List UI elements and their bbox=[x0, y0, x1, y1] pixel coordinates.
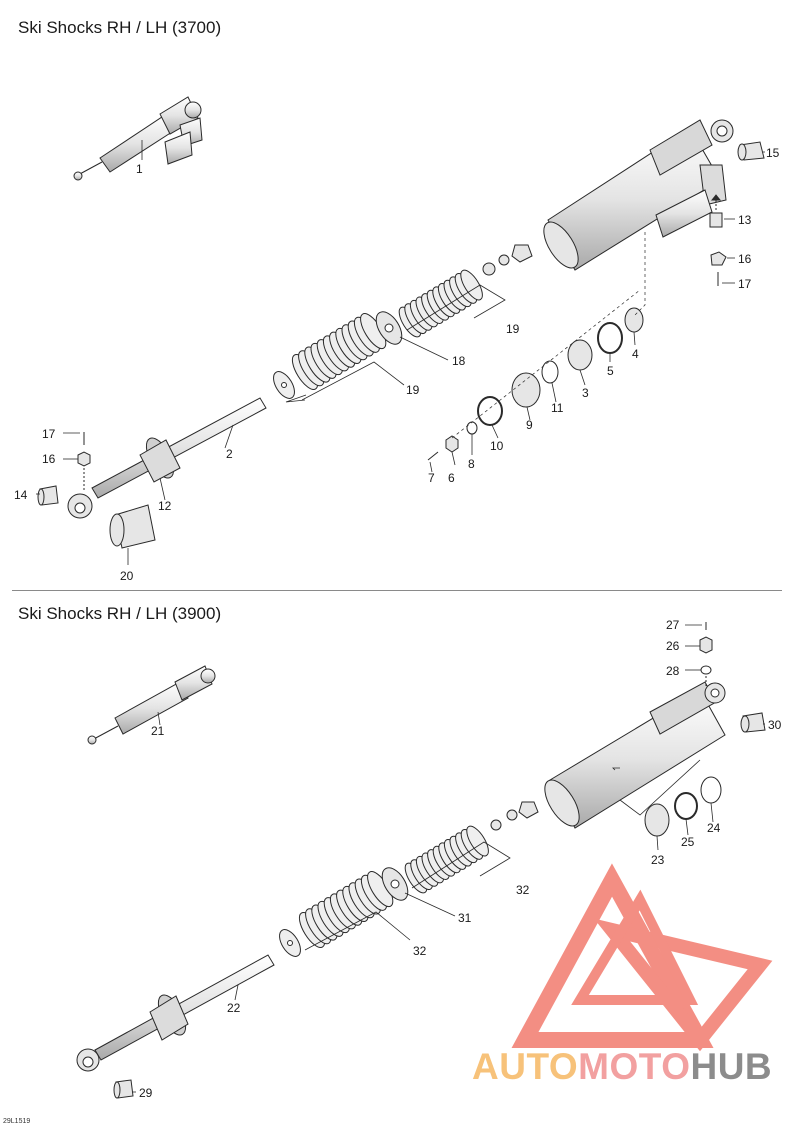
spring-seat-18 bbox=[375, 311, 403, 345]
callout-22: 22 bbox=[227, 1001, 241, 1015]
callout-19-right: 19 bbox=[506, 322, 520, 336]
spring-upper-bottom-coil bbox=[466, 825, 489, 857]
section-divider bbox=[12, 590, 782, 591]
callout-17-left: 17 bbox=[42, 427, 56, 441]
callout-2: 2 bbox=[226, 447, 233, 461]
rod-hardware-bottom bbox=[490, 801, 539, 831]
callout-8: 8 bbox=[468, 457, 475, 471]
bushing-29 bbox=[113, 1079, 134, 1099]
callout-13: 13 bbox=[738, 213, 752, 227]
callout-19-left: 19 bbox=[406, 383, 420, 397]
callout-numbers-top: 1 2 3 4 5 6 7 8 9 10 11 12 13 14 15 16 1… bbox=[14, 146, 780, 583]
callout-16-left: 16 bbox=[42, 452, 56, 466]
springs-top bbox=[291, 269, 483, 390]
assembled-shock-illustration-bottom bbox=[87, 665, 216, 745]
callout-29: 29 bbox=[139, 1086, 153, 1100]
callout-32-right: 32 bbox=[516, 883, 530, 897]
section-title-3900: Ski Shocks RH / LH (3900) bbox=[18, 604, 222, 623]
washer-top bbox=[273, 371, 295, 399]
callout-18: 18 bbox=[452, 354, 466, 368]
callout-11: 11 bbox=[551, 401, 564, 415]
callout-6: 6 bbox=[448, 471, 455, 485]
bushing-15 bbox=[737, 141, 765, 161]
callout-7: 7 bbox=[428, 471, 435, 485]
callout-14: 14 bbox=[14, 488, 28, 502]
shock-body-top bbox=[543, 119, 734, 271]
drawing-code: 29L1519 bbox=[3, 1118, 31, 1125]
watermark-part-moto: MOTO bbox=[578, 1046, 691, 1087]
callout-27: 27 bbox=[666, 618, 680, 632]
watermark-part-hub: HUB bbox=[690, 1046, 773, 1087]
callout-16-right: 16 bbox=[738, 252, 752, 266]
callout-23: 23 bbox=[651, 853, 665, 867]
fitting-group-left bbox=[77, 432, 91, 492]
callout-10: 10 bbox=[490, 439, 504, 453]
callout-3: 3 bbox=[582, 386, 589, 400]
callout-28: 28 bbox=[666, 664, 680, 678]
callout-20: 20 bbox=[120, 569, 134, 583]
washer-bottom bbox=[279, 929, 301, 957]
callout-9: 9 bbox=[526, 418, 533, 432]
callout-25: 25 bbox=[681, 835, 695, 849]
callout-15: 15 bbox=[766, 146, 780, 160]
callout-26: 26 bbox=[666, 639, 680, 653]
bump-stop-20 bbox=[109, 504, 156, 549]
bushing-30 bbox=[740, 712, 766, 733]
callout-numbers-bottom: 21 22 23 24 25 26 27 28 29 30 31 32 32 bbox=[139, 618, 782, 1100]
spring-upper-top-coil bbox=[460, 269, 483, 301]
spring-seat-31 bbox=[381, 867, 409, 901]
callout-32-left: 32 bbox=[413, 944, 427, 958]
watermark-logo bbox=[511, 863, 773, 1052]
callout-30: 30 bbox=[768, 718, 782, 732]
leader-lines-top bbox=[36, 140, 765, 565]
rod-hardware-top bbox=[482, 244, 533, 276]
section-title-3700: Ski Shocks RH / LH (3700) bbox=[18, 18, 222, 37]
callout-31: 31 bbox=[458, 911, 472, 925]
shock-body-bottom bbox=[544, 681, 726, 829]
callout-24: 24 bbox=[707, 821, 721, 835]
callout-4: 4 bbox=[632, 347, 639, 361]
piston-parts-bottom bbox=[644, 776, 722, 837]
watermark-text: AUTOMOTOHUB bbox=[472, 1046, 772, 1088]
assembled-shock-illustration-top bbox=[73, 96, 203, 181]
bushing-14 bbox=[37, 485, 59, 506]
callout-21: 21 bbox=[151, 724, 165, 738]
callout-12: 12 bbox=[158, 499, 172, 513]
callout-5: 5 bbox=[607, 364, 614, 378]
piston-parts-top bbox=[427, 232, 646, 461]
springs-bottom bbox=[298, 825, 489, 948]
fitting-group-right bbox=[709, 194, 727, 286]
fitting-group-bottom-right bbox=[699, 622, 713, 686]
watermark-part-auto: AUTO bbox=[472, 1046, 579, 1087]
leader-lines-bottom bbox=[133, 624, 765, 1093]
callout-17-right: 17 bbox=[738, 277, 752, 291]
shock-rod-bottom bbox=[76, 954, 275, 1072]
shock-rod-top bbox=[67, 397, 267, 519]
callout-1: 1 bbox=[136, 162, 143, 176]
